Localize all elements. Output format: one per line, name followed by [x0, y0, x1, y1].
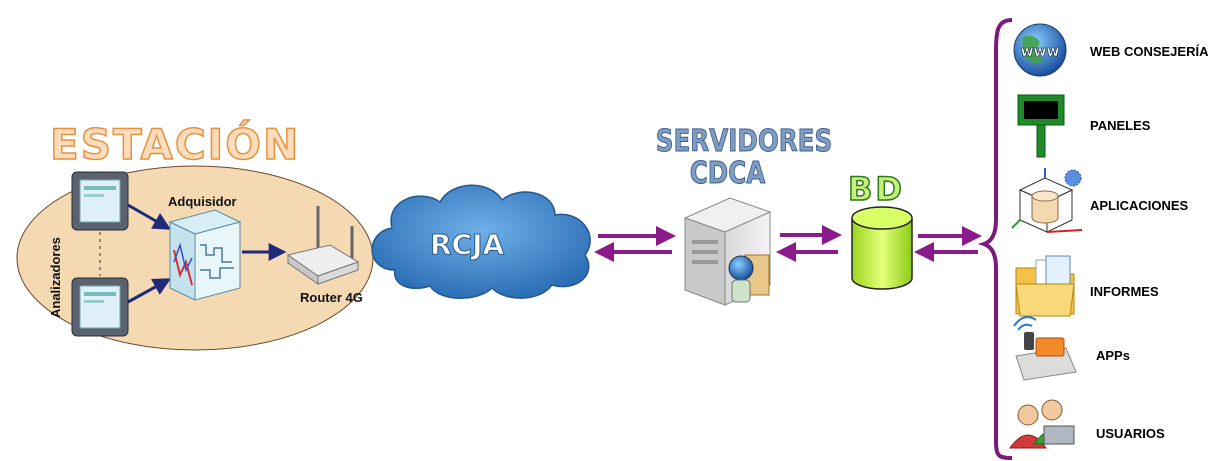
service-label-reports: INFORMES	[1090, 284, 1159, 299]
service-label-mobile-apps: APPs	[1096, 348, 1130, 363]
users-icon	[1009, 399, 1075, 449]
server-icon	[683, 197, 772, 306]
service-label-users: USUARIOS	[1096, 426, 1165, 441]
cloud-network-icon	[371, 184, 591, 299]
servers-title: SERVIDORES CDCA	[655, 124, 833, 191]
database-icon	[851, 206, 913, 290]
arrow-analyzer-to-acquirer	[127, 278, 172, 304]
service-label-panels: PANELES	[1090, 118, 1151, 133]
database-label: BD	[847, 169, 905, 209]
service-label-web: WEB CONSEJERÍA	[1090, 44, 1209, 59]
application-cube-icon	[1011, 168, 1083, 233]
arrow-analyzer-to-acquirer	[127, 203, 172, 230]
acquirer-icon	[168, 209, 242, 301]
network-label: RCJA	[429, 228, 505, 262]
analyzers-label: Analizadores	[48, 237, 63, 318]
mobile-apps-icon	[1013, 316, 1077, 381]
router-icon	[286, 206, 360, 285]
analyzer-icon	[71, 171, 129, 231]
station-title: ESTACIÓN	[49, 119, 301, 170]
router-label: Router 4G	[300, 290, 363, 305]
servers-title-line2: CDCA	[689, 156, 766, 191]
analyzer-icon	[71, 277, 129, 337]
report-folder-icon	[1015, 255, 1075, 317]
services-brace	[977, 18, 1013, 460]
globe-www-icon: www	[1013, 23, 1067, 77]
display-panel-icon	[1017, 94, 1065, 158]
acquirer-label: Adquisidor	[168, 194, 237, 209]
svg-text:www: www	[1021, 44, 1060, 60]
service-label-apps: APLICACIONES	[1090, 198, 1189, 213]
servers-title-line1: SERVIDORES	[655, 124, 833, 159]
